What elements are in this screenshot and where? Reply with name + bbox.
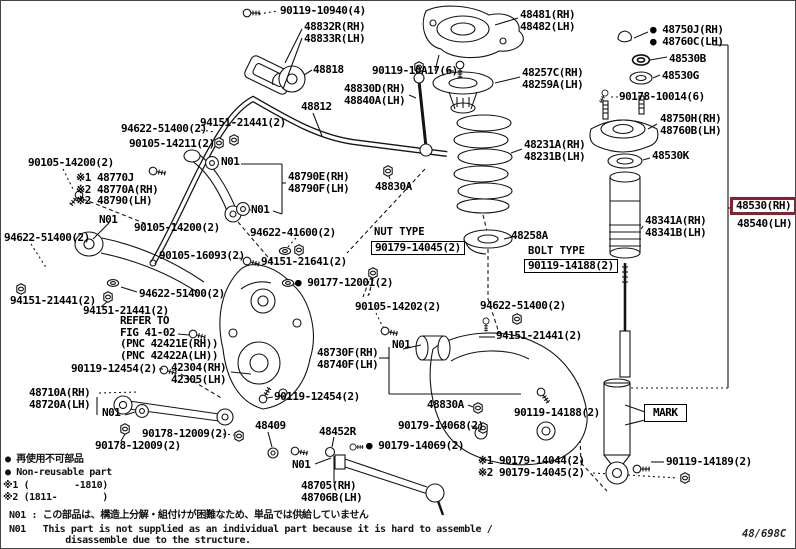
part-label-48530k[interactable]: 48530K [652, 149, 689, 162]
part-label-90105-14200-a[interactable]: 90105-14200(2) [28, 156, 114, 169]
coil-spring-drawing [453, 114, 513, 214]
bolt-type-part-label[interactable]: 90119-14188(2) [524, 259, 618, 273]
n01-note-jp: N01 : この部品は、構造上分解・組付けが困難なため、単品では供給していません [9, 510, 369, 521]
part-label-94622-51400-b[interactable]: 94622-51400(2) [4, 231, 90, 244]
part-label-48750j-48760c[interactable]: ● 48750J(RH) ● 48760C(LH) [650, 23, 724, 48]
legend-symbol-2: ※2 (1811- ) [3, 492, 108, 503]
part-label-90179-14068[interactable]: 90179-14068(2) [398, 419, 484, 432]
part-label-48830a-bottom[interactable]: 48830A [427, 398, 464, 411]
part-label-90179-14044-14045[interactable]: ※1 90179-14044(2) ※2 90179-14045(2) [478, 454, 585, 479]
stabilizer-link-drawing [413, 61, 433, 157]
shock-absorber-drawing [589, 30, 659, 485]
part-label-94151-21441-a[interactable]: 94151-21441(2) [200, 116, 286, 129]
part-label-48750h-48760b[interactable]: 48750H(RH) 48760B(LH) [660, 112, 722, 137]
part-label-90105-14211[interactable]: 90105-14211(2) [129, 137, 215, 150]
part-label-48530g[interactable]: 48530G [662, 69, 699, 82]
part-label-48452r[interactable]: 48452R [319, 425, 356, 438]
part-label-94151-21441-c[interactable]: 94151-21441(2) [83, 304, 169, 317]
spring-seat-upper-drawing [432, 71, 494, 114]
mark-callout-box: MARK [644, 404, 687, 422]
part-label-48409[interactable]: 48409 [255, 419, 286, 432]
part-label-90105-16093[interactable]: 90105-16093(2) [159, 249, 245, 262]
part-label-48481-48482[interactable]: 48481(RH) 48482(LH) [520, 8, 576, 33]
nut-type-heading: NUT TYPE [374, 226, 425, 238]
stabilizer-bushing-drawing [272, 65, 306, 93]
part-label-94622-51400-d[interactable]: 94622-51400(2) [480, 299, 566, 312]
lower-arm-no1-drawing [113, 395, 234, 426]
leader-lines [92, 17, 668, 483]
part-label-94622-51400-c[interactable]: 94622-51400(2) [139, 287, 225, 300]
part-label-48770-list[interactable]: ※1 48770J ※2 48770A(RH) ※2 48790(LH) [76, 171, 159, 207]
diagram-code: 48/698C [742, 528, 787, 540]
part-label-90105-14200-b[interactable]: 90105-14200(2) [134, 221, 220, 234]
part-label-48830a-top[interactable]: 48830A [375, 180, 412, 193]
legend-symbol-1: ※1 ( -1810) [3, 480, 108, 491]
part-label-94622-41600[interactable]: 94622-41600(2) [250, 226, 336, 239]
part-label-94151-21441-d[interactable]: 94151-21441(2) [496, 329, 582, 342]
group-bracket [713, 44, 732, 388]
part-label-48257c-48259a[interactable]: 48257C(RH) 48259A(LH) [522, 66, 584, 91]
lower-arm-no2-drawing [379, 325, 588, 466]
legend-non-reusable-en: ● Non-reusable part [5, 467, 112, 478]
nut-type-part-label[interactable]: 90179-14045(2) [371, 241, 465, 255]
part-label-90119-12454-a[interactable]: 90119-12454(2) [71, 362, 157, 375]
toe-link-drawing [267, 446, 445, 516]
part-label-90105-14202[interactable]: 90105-14202(2) [355, 300, 441, 313]
legend-non-reusable-jp: ● 再使用不可部品 [5, 454, 84, 465]
part-label-90178-10014[interactable]: 90178-10014(6) [619, 90, 705, 103]
part-label-48341a-48341b[interactable]: 48341A(RH) 48341B(LH) [645, 214, 707, 239]
part-label-48812[interactable]: 48812 [301, 100, 332, 113]
refer-to-fig-note: REFER TO FIG 41-02 (PNC 42421E(RH)) (PNC… [120, 314, 218, 362]
part-label-48705-48706b[interactable]: 48705(RH) 48706B(LH) [301, 479, 363, 504]
part-label-90119-10940[interactable]: 90119-10940(4) [280, 4, 366, 17]
part-label-48730f-48740f[interactable]: 48730F(RH) 48740F(LH) [317, 346, 379, 371]
part-label-48710a-48720a[interactable]: 48710A(RH) 48720A(LH) [29, 386, 91, 411]
part-label-90119-14189[interactable]: 90119-14189(2) [666, 455, 752, 468]
part-label-90119-12454-b[interactable]: 90119-12454(2) [274, 390, 360, 403]
part-label-48530b[interactable]: 48530B [669, 52, 706, 65]
highlighted-part-48530[interactable]: 48530(RH) [730, 197, 795, 215]
n01-callout-arm-a[interactable]: N01 [99, 213, 118, 226]
n01-callout-arm-c[interactable]: N01 [251, 203, 270, 216]
part-label-90119-10a17[interactable]: 90119-10A17(6) [372, 64, 458, 77]
n01-callout-48730[interactable]: N01 [392, 338, 411, 351]
bolt-type-heading: BOLT TYPE [528, 245, 585, 257]
part-label-94151-21441-b[interactable]: 94151-21441(2) [10, 294, 96, 307]
n01-callout-48710[interactable]: N01 [102, 406, 121, 419]
part-label-90178-12009-a[interactable]: 90178-12009(2) [142, 427, 228, 440]
n01-callout-arm-b[interactable]: N01 [221, 155, 240, 168]
no1-arm-drawing [74, 231, 205, 293]
part-label-48832r-48833r[interactable]: 48832R(RH) 48833R(LH) [304, 20, 366, 45]
part-label-48818[interactable]: 48818 [313, 63, 344, 76]
part-label-90179-14069[interactable]: ● 90179-14069(2) [366, 439, 464, 452]
part-label-94622-51400-a[interactable]: 94622-51400(2) [121, 122, 207, 135]
n01-callout-48705[interactable]: N01 [292, 458, 311, 471]
part-label-48540[interactable]: 48540(LH) [737, 217, 793, 230]
part-label-48830d-48840a[interactable]: 48830D(RH) 48840A(LH) [344, 82, 406, 107]
part-label-94151-21641[interactable]: 94151-21641(2) [261, 255, 347, 268]
n01-note-en: N01 This part is not supplied as an indi… [9, 524, 493, 546]
support-plate-drawing [422, 5, 524, 72]
part-label-48790e-48790f[interactable]: 48790E(RH) 48790F(LH) [288, 170, 350, 195]
stabilizer-bar-drawing [149, 95, 448, 267]
part-label-42304-42305[interactable]: 42304(RH) 42305(LH) [171, 361, 227, 386]
upper-arm-drawing [183, 149, 250, 223]
part-label-90177-12001[interactable]: ● 90177-12001(2) [295, 276, 393, 289]
part-label-90119-14188[interactable]: 90119-14188(2) [514, 406, 600, 419]
part-label-48231a-48231b[interactable]: 48231A(RH) 48231B(LH) [524, 138, 586, 163]
spring-seat-lower-drawing [463, 229, 513, 255]
part-label-90178-12009-b[interactable]: 90178-12009(2) [95, 439, 181, 452]
part-label-48258a[interactable]: 48258A [511, 229, 548, 242]
